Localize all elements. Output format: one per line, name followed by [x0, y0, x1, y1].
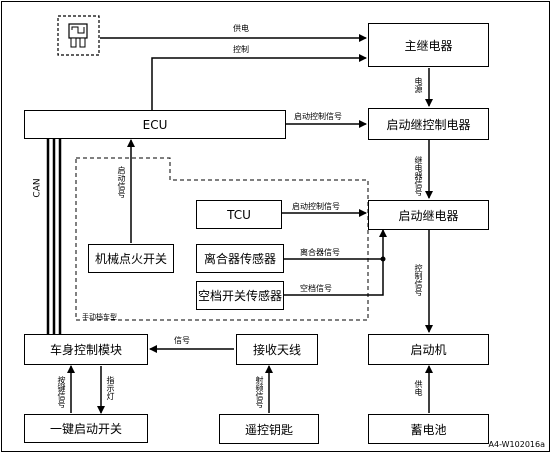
edge-label-control: 控制 — [233, 45, 249, 54]
manual-region-label: 手动档车型 — [82, 313, 117, 321]
starter-box: 启动机 — [368, 334, 489, 365]
tcu-label: TCU — [227, 207, 251, 222]
edge-label-start-signal: 启动信号 — [117, 166, 126, 198]
main-relay-label: 主继电器 — [404, 38, 453, 53]
edge-label-supply-battery: 供电 — [414, 380, 423, 396]
neutral-sensor-box: 空档开关传感器 — [196, 281, 284, 310]
one-key-start-label: 一键启动开关 — [49, 422, 122, 436]
manual-region-outline — [75, 157, 369, 321]
antenna-box: 接收天线 — [236, 334, 318, 365]
remote-key-label: 遥控钥匙 — [244, 422, 293, 437]
can-bus-label: CAN — [32, 178, 43, 198]
edge-label-signal: 信号 — [174, 336, 190, 345]
battery-label: 蓄电池 — [410, 422, 447, 437]
edge-label-ctrl-signal: 控制信号 — [414, 264, 423, 296]
edge-label-indicator: 指示灯 — [106, 376, 115, 400]
edge-label-start-ctrl-2: 启动控制信号 — [292, 202, 340, 211]
bcm-label: 车身控制模块 — [49, 343, 122, 357]
ecu-label: ECU — [142, 117, 168, 132]
edge-label-rf-signal: 射频信号 — [255, 376, 264, 408]
edge-label-neutral: 空档信号 — [300, 284, 332, 293]
edge-label-key-signal: 按键信号 — [57, 376, 66, 408]
clutch-sensor-box: 离合器传感器 — [196, 244, 284, 273]
start-relay-box: 启动继电器 — [368, 200, 489, 230]
edge-label-power: 电源 — [414, 77, 423, 93]
fuse-icon — [57, 15, 100, 56]
ecu-box: ECU — [24, 110, 286, 139]
figure-id: A4-W102016a — [488, 440, 545, 449]
start-relay-controller-box: 启动继控制电器 — [368, 108, 489, 140]
tcu-box: TCU — [196, 200, 282, 229]
main-relay-box: 主继电器 — [368, 23, 489, 67]
remote-key-box: 遥控钥匙 — [219, 414, 319, 444]
edge-label-supply: 供电 — [233, 24, 249, 33]
arrow-control — [151, 54, 367, 110]
edge-label-start-ctrl-1: 启动控制信号 — [294, 112, 342, 121]
line-neutral-signal — [284, 259, 384, 296]
edge-label-relay-signal: 继电器信号 — [414, 156, 423, 196]
one-key-start-box: 一键启动开关 — [24, 414, 148, 443]
starter-label: 启动机 — [410, 343, 447, 357]
bcm-box: 车身控制模块 — [24, 334, 148, 365]
start-relay-controller-label: 启动继控制电器 — [386, 117, 471, 132]
battery-box: 蓄电池 — [368, 414, 489, 444]
edge-label-clutch: 离合器信号 — [300, 248, 340, 257]
clutch-sensor-label: 离合器传感器 — [203, 252, 276, 266]
neutral-sensor-label: 空档开关传感器 — [197, 289, 282, 303]
mech-ignition-label: 机械点火开关 — [94, 252, 167, 266]
antenna-label: 接收天线 — [252, 343, 301, 357]
mech-ignition-box: 机械点火开关 — [88, 244, 174, 273]
start-relay-label: 启动继电器 — [398, 208, 459, 223]
